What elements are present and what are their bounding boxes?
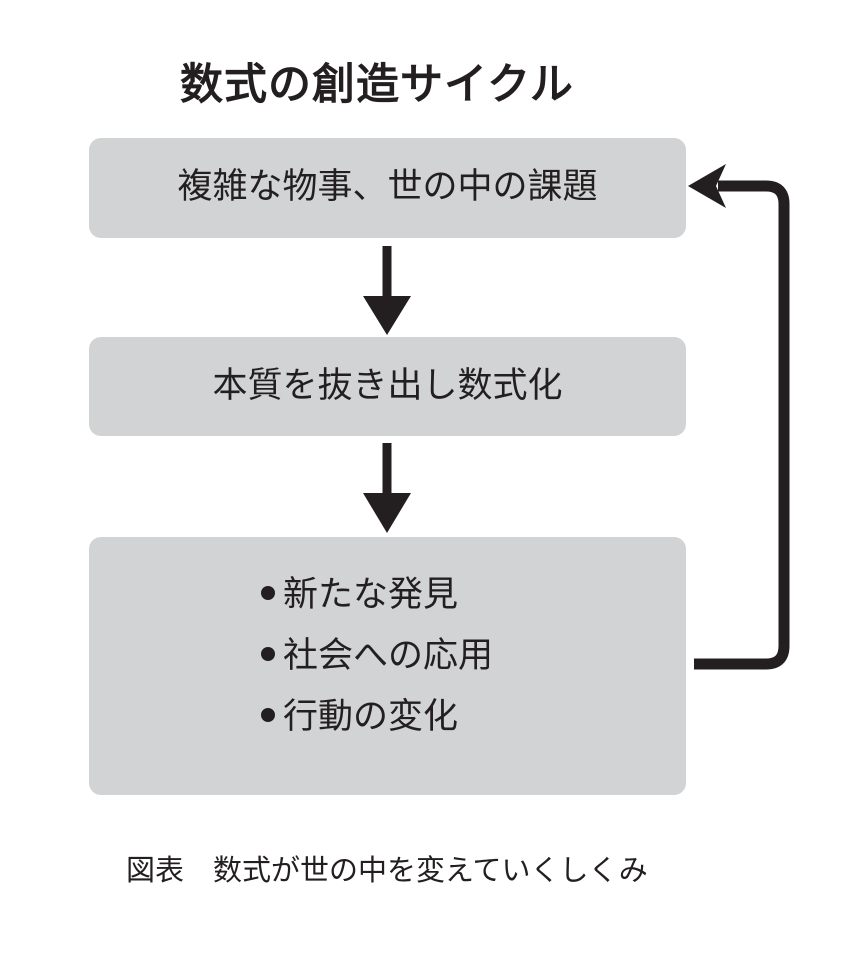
outcome-item: 新たな発見 (261, 565, 493, 626)
step-box-problem: 複雑な物事、世の中の課題 (89, 138, 686, 238)
outcome-text: 行動の変化 (283, 697, 459, 737)
bullet-dot-icon (261, 586, 275, 600)
step-label-problem: 複雑な物事、世の中の課題 (177, 167, 598, 207)
return-loop-arrow-icon (688, 164, 790, 670)
diagram-title: 数式の創造サイクル (180, 60, 574, 110)
bullet-dot-icon (261, 647, 275, 661)
outcome-list: 新たな発見 社会への応用 行動の変化 (261, 565, 493, 748)
outcome-text: 社会への応用 (283, 636, 494, 676)
bullet-dot-icon (261, 708, 275, 722)
step-box-outcomes: 新たな発見 社会への応用 行動の変化 (89, 537, 686, 795)
figure-caption: 図表 数式が世の中を変えていくしくみ (126, 853, 648, 887)
outcome-item: 行動の変化 (261, 687, 493, 748)
down-arrow-icon (363, 443, 411, 533)
outcome-text: 新たな発見 (283, 575, 459, 615)
step-label-formulate: 本質を抜き出し数式化 (212, 366, 563, 406)
down-arrow-icon (363, 246, 411, 335)
step-box-formulate: 本質を抜き出し数式化 (89, 337, 686, 436)
outcome-item: 社会への応用 (261, 626, 493, 687)
